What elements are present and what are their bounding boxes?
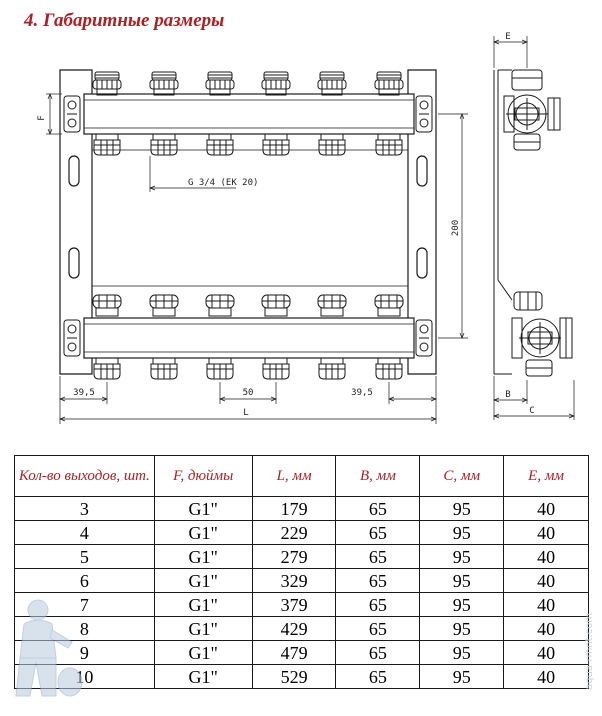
cell-c: 95 xyxy=(419,592,505,617)
dimensions-table: Кол-во выходов, шт. F, дюймы L, мм B, мм… xyxy=(14,455,589,689)
cell-f: G1" xyxy=(153,544,253,569)
dim-label-right-offset: 39,5 xyxy=(351,388,373,398)
cell-f: G1" xyxy=(153,568,253,593)
cell-c: 95 xyxy=(419,520,505,545)
cell-c: 95 xyxy=(419,544,505,569)
dim-label-e: E xyxy=(505,32,510,42)
table-row: 4 G1" 229 65 95 40 xyxy=(14,520,589,545)
table-row: 10 G1" 529 65 95 40 xyxy=(14,664,589,689)
cell-b: 65 xyxy=(335,664,421,689)
cell-e: 40 xyxy=(503,520,589,545)
plumber-mascot-icon xyxy=(15,599,83,697)
cell-c: 95 xyxy=(419,568,505,593)
cell-c: 95 xyxy=(419,616,505,641)
cell-f: G1" xyxy=(153,616,253,641)
table-row: 6 G1" 329 65 95 40 xyxy=(14,568,589,593)
cell-b: 65 xyxy=(335,640,421,665)
table-row: 7 G1" 379 65 95 40 xyxy=(14,592,589,617)
cell-c: 95 xyxy=(419,640,505,665)
header-outlets: Кол-во выходов, шт. xyxy=(14,455,155,497)
cell-f: G1" xyxy=(153,664,253,689)
header-c: C, мм xyxy=(419,455,505,497)
cell-e: 40 xyxy=(503,640,589,665)
header-f: F, дюймы xyxy=(153,455,253,497)
cell-e: 40 xyxy=(503,592,589,617)
cell-outlets: 3 xyxy=(14,496,155,521)
table-row: 8 G1" 429 65 95 40 xyxy=(14,616,589,641)
cell-b: 65 xyxy=(335,568,421,593)
cell-f: G1" xyxy=(153,592,253,617)
cell-l: 479 xyxy=(251,640,337,665)
cell-f: G1" xyxy=(153,496,253,521)
dim-label-l: L xyxy=(243,408,248,418)
table-row: 9 G1" 479 65 95 40 xyxy=(14,640,589,665)
cell-l: 529 xyxy=(251,664,337,689)
dim-label-pitch: 50 xyxy=(243,388,254,398)
cell-outlets: 5 xyxy=(14,544,155,569)
cell-c: 95 xyxy=(419,664,505,689)
header-l: L, мм xyxy=(251,455,337,497)
cell-b: 65 xyxy=(335,520,421,545)
cell-l: 379 xyxy=(251,592,337,617)
cell-e: 40 xyxy=(503,616,589,641)
table-row: 5 G1" 279 65 95 40 xyxy=(14,544,589,569)
dim-label-c: C xyxy=(529,406,534,416)
table-header-row: Кол-во выходов, шт. F, дюймы L, мм B, мм… xyxy=(14,455,589,497)
cell-b: 65 xyxy=(335,616,421,641)
dim-label-b: B xyxy=(505,390,510,400)
cell-b: 65 xyxy=(335,496,421,521)
cell-l: 179 xyxy=(251,496,337,521)
section-title: 4. Габаритные размеры xyxy=(24,10,225,31)
cell-outlets: 6 xyxy=(14,568,155,593)
header-b: B, мм xyxy=(335,455,421,497)
cell-e: 40 xyxy=(503,664,589,689)
cell-f: G1" xyxy=(153,520,253,545)
cell-f: G1" xyxy=(153,640,253,665)
manifold-dimension-drawing: F G 3/4 (EK 20) 200 39,5 50 39 xyxy=(37,32,575,424)
cell-e: 40 xyxy=(503,544,589,569)
cell-outlets: 4 xyxy=(14,520,155,545)
cell-l: 329 xyxy=(251,568,337,593)
cell-b: 65 xyxy=(335,544,421,569)
dim-label-left-offset: 39,5 xyxy=(73,388,95,398)
table-row: 3 G1" 179 65 95 40 xyxy=(14,496,589,521)
dim-label-f: F xyxy=(37,115,47,120)
site-watermark: aqua-rmnt.com xyxy=(584,612,595,690)
header-e: E, мм xyxy=(503,455,589,497)
dim-label-height: 200 xyxy=(451,220,461,236)
cell-e: 40 xyxy=(503,568,589,593)
cell-e: 40 xyxy=(503,496,589,521)
cell-l: 229 xyxy=(251,520,337,545)
dim-label-thread: G 3/4 (EK 20) xyxy=(188,178,258,188)
cell-l: 279 xyxy=(251,544,337,569)
cell-b: 65 xyxy=(335,592,421,617)
cell-l: 429 xyxy=(251,616,337,641)
cell-c: 95 xyxy=(419,496,505,521)
